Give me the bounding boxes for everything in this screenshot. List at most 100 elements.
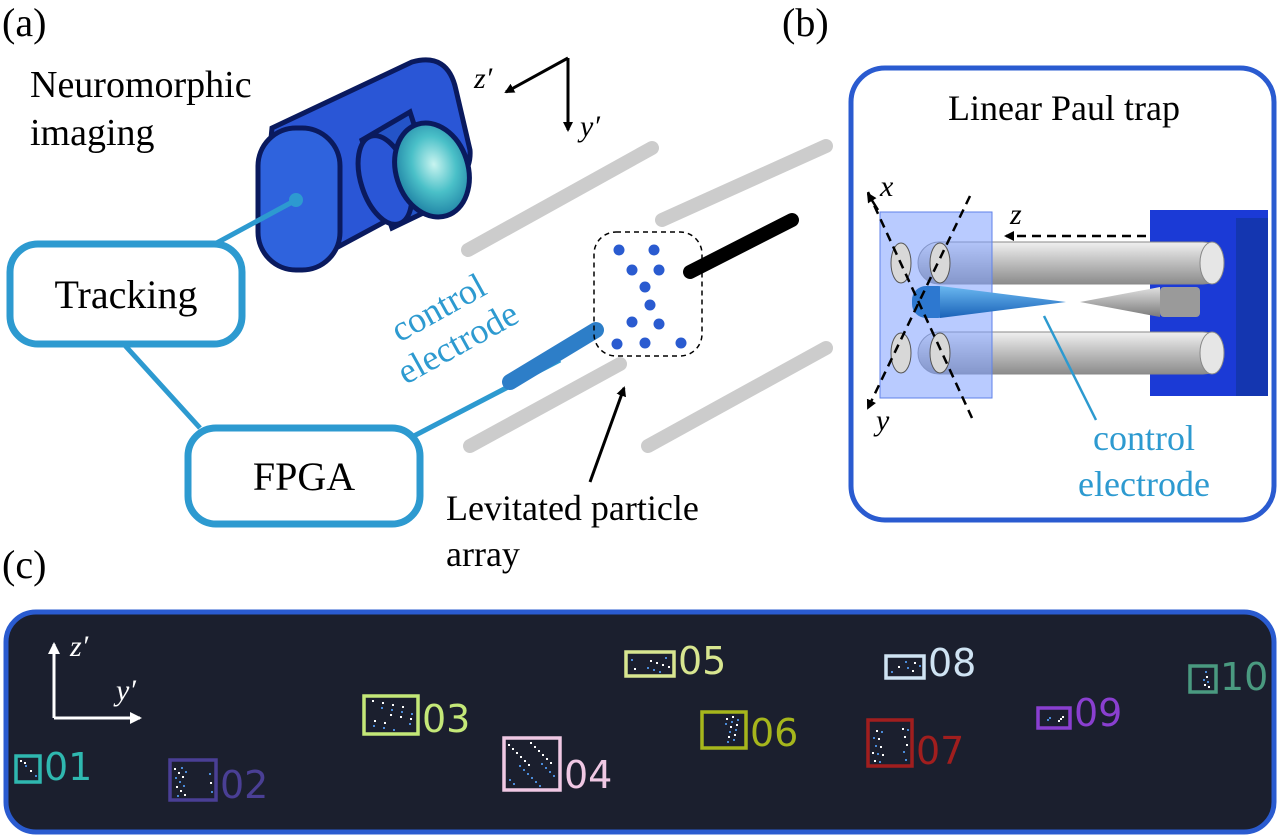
particle-label-10: 10	[1220, 655, 1268, 699]
event-speck	[907, 667, 909, 669]
event-speck	[873, 737, 875, 739]
event-speck	[176, 786, 178, 788]
axis-z-prime-a: z′	[473, 62, 493, 95]
event-speck	[656, 662, 658, 664]
event-speck	[735, 729, 737, 731]
event-speck	[530, 742, 532, 744]
paul-trap-rods	[917, 241, 1225, 375]
event-speck	[919, 665, 921, 667]
event-speck	[538, 750, 540, 752]
event-speck	[400, 716, 402, 718]
control-electrode-pointer	[1042, 315, 1098, 421]
event-speck	[545, 767, 547, 769]
imaging-label-line1: Neuromorphic	[30, 64, 252, 106]
panel-b: (b) Linear Paul trap	[782, 0, 1277, 523]
paul-trap-frame	[848, 65, 1277, 523]
event-speck	[650, 660, 652, 662]
event-speck	[727, 741, 729, 743]
event-speck	[383, 727, 385, 729]
event-speck	[542, 754, 544, 756]
event-speck	[903, 751, 905, 753]
axis-x-arrow	[866, 192, 880, 211]
event-speck	[1047, 719, 1049, 721]
array-label-line1: Levitated particle	[446, 488, 699, 528]
event-speck	[668, 666, 670, 668]
event-speck	[401, 711, 403, 713]
axes-a: z′ y′	[473, 56, 600, 143]
event-speck	[912, 670, 914, 672]
event-speck	[902, 728, 904, 730]
event-speck	[1208, 686, 1210, 688]
event-speck	[539, 785, 541, 787]
event-speck	[534, 746, 536, 748]
particle-01: 01	[14, 745, 92, 789]
panel-b-label: (b)	[782, 0, 829, 45]
event-camera-frame	[3, 609, 1277, 835]
particle-05: 05	[624, 639, 726, 683]
event-speck	[374, 720, 376, 722]
event-speck	[1206, 676, 1208, 678]
event-speck	[185, 771, 187, 773]
event-speck	[382, 702, 384, 704]
event-speck	[546, 758, 548, 760]
event-speck	[411, 713, 413, 715]
particle-box-06	[700, 710, 748, 750]
event-speck	[734, 734, 736, 736]
particle-box-09	[1036, 706, 1072, 730]
particle-box-01	[14, 754, 42, 784]
particle-box-03	[362, 694, 420, 736]
particle-label-04: 04	[564, 753, 612, 797]
event-speck	[409, 723, 411, 725]
tracking-label: Tracking	[55, 272, 198, 317]
particle-08: 08	[884, 641, 976, 685]
panel-a: (a) Neuromorphic imaging Tracking FPGA	[2, 0, 833, 574]
particle-label-05: 05	[678, 639, 726, 683]
fpga-label: FPGA	[253, 454, 355, 499]
event-speck	[209, 773, 211, 775]
particle-03: 03	[362, 694, 470, 741]
event-speck	[523, 769, 525, 771]
event-speck	[647, 667, 649, 669]
event-speck	[662, 664, 664, 666]
event-speck	[1049, 717, 1051, 719]
event-speck	[20, 760, 22, 762]
event-speck	[878, 738, 880, 740]
event-speck	[876, 730, 878, 732]
event-speck	[509, 779, 511, 781]
event-speck	[906, 744, 908, 746]
event-speck	[25, 765, 27, 767]
event-speck	[531, 777, 533, 779]
particle-07: 07	[866, 718, 964, 773]
particle-label-02: 02	[220, 763, 268, 807]
event-speck	[402, 706, 404, 708]
particle-box-08	[884, 654, 926, 680]
particle-02: 02	[168, 758, 268, 807]
particle-label-08: 08	[928, 641, 976, 685]
black-rod	[683, 213, 799, 279]
event-speck	[181, 767, 183, 769]
event-speck	[372, 700, 374, 702]
event-speck	[891, 671, 893, 673]
event-speck	[550, 762, 552, 764]
axis-z-b: z	[1009, 198, 1022, 231]
event-speck	[726, 718, 728, 720]
camera-icon	[255, 57, 473, 273]
event-speck	[393, 729, 395, 731]
event-speck	[898, 666, 900, 668]
axes-b	[866, 191, 1146, 419]
particle-10: 10	[1188, 655, 1268, 699]
event-speck	[1205, 671, 1207, 673]
event-speck	[524, 760, 526, 762]
event-speck	[535, 781, 537, 783]
event-speck	[631, 659, 633, 661]
event-speck	[512, 748, 514, 750]
event-speck	[665, 657, 667, 659]
particle-label-01: 01	[44, 745, 92, 789]
event-speck	[410, 718, 412, 720]
particle-label-06: 06	[750, 711, 798, 755]
particle-label-07: 07	[916, 729, 964, 773]
event-speck	[392, 704, 394, 706]
event-speck	[24, 762, 26, 764]
